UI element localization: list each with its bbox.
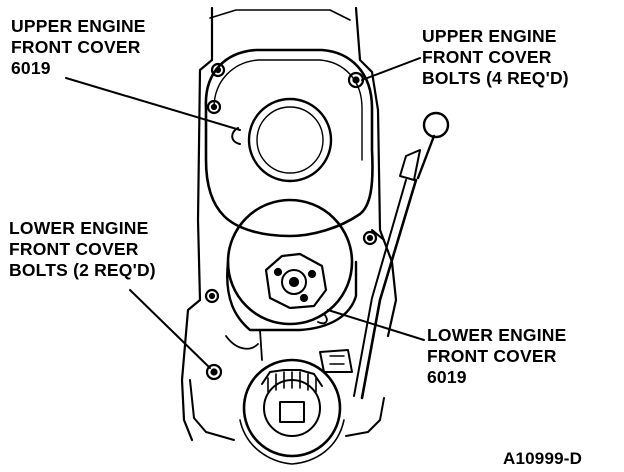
engine-base-outline <box>189 349 385 441</box>
label-line: LOWER ENGINE <box>9 218 149 238</box>
figure-id: A10999-D <box>503 449 583 468</box>
crankshaft-pulley <box>239 358 345 465</box>
leader-upper-cover <box>65 77 241 131</box>
label-upper-cover-bolts: UPPER ENGINE FRONT COVER BOLTS (4 REQ'D) <box>422 26 569 89</box>
label-lower-cover-bolts: LOWER ENGINE FRONT COVER BOLTS (2 REQ'D) <box>9 218 156 281</box>
label-line: UPPER ENGINE <box>11 16 146 36</box>
oil-dipstick <box>353 111 450 400</box>
label-line: LOWER ENGINE <box>427 325 567 345</box>
leader-lines <box>65 57 425 369</box>
upper-front-cover <box>204 48 374 238</box>
label-line: FRONT COVER <box>427 346 557 366</box>
crank-hub-bracket <box>264 252 328 310</box>
leader-lower-cover <box>327 309 425 341</box>
leader-lower-bolts <box>129 289 211 369</box>
label-line: UPPER ENGINE <box>422 26 557 46</box>
lower-cover-bolts <box>204 288 259 381</box>
label-line: BOLTS (4 REQ'D) <box>422 68 569 88</box>
label-upper-engine-front-cover: UPPER ENGINE FRONT COVER 6019 <box>11 16 146 79</box>
leader-upper-bolts <box>361 57 421 81</box>
label-line: 6019 <box>11 58 51 78</box>
label-line: FRONT COVER <box>9 239 139 259</box>
label-line: BOLTS (2 REQ'D) <box>9 260 156 280</box>
label-line: FRONT COVER <box>422 47 552 67</box>
label-line: 6019 <box>427 367 467 387</box>
label-lower-engine-front-cover: LOWER ENGINE FRONT COVER 6019 <box>427 325 567 388</box>
label-line: FRONT COVER <box>11 37 141 57</box>
upper-cover-bolts <box>206 62 378 246</box>
lower-front-cover <box>226 198 358 361</box>
